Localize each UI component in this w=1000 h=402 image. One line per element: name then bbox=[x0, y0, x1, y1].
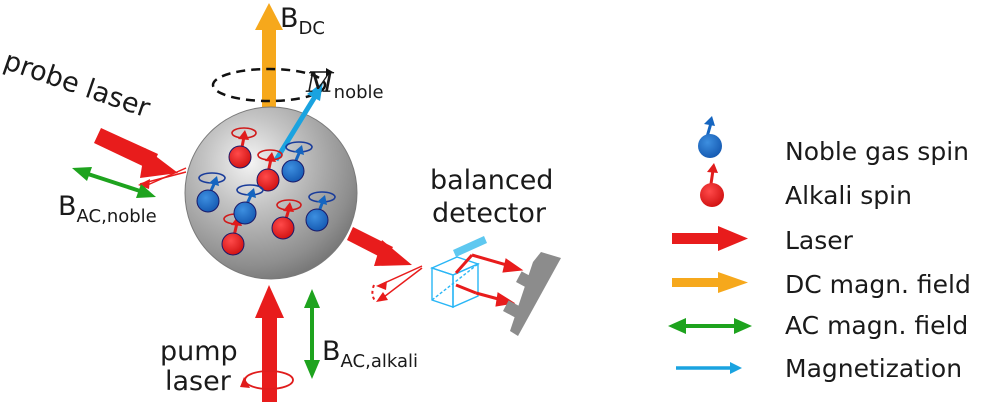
laser-arrow-icon bbox=[672, 226, 748, 251]
probe-laser-label: probe laser bbox=[0, 45, 155, 124]
alkali-spin bbox=[256, 149, 283, 192]
probe-laser-arrow bbox=[94, 128, 178, 178]
probe-thin-arrows bbox=[138, 167, 187, 189]
pump-laser-label: laser bbox=[165, 366, 232, 397]
legend-label: DC magn. field bbox=[785, 270, 971, 299]
waveplate bbox=[453, 236, 487, 257]
beam-splitter-cube-icon bbox=[430, 256, 480, 309]
legend-label: AC magn. field bbox=[785, 311, 968, 340]
dc-field-arrow-icon bbox=[672, 272, 748, 293]
dc-field-arrow bbox=[255, 3, 283, 128]
noble-spin bbox=[305, 191, 336, 232]
pump-laser-arrow bbox=[255, 285, 284, 402]
m-noble-label: Mnoble bbox=[305, 68, 384, 103]
b-ac-noble-label: BAC,noble bbox=[58, 191, 157, 227]
polarization-rotation-arrows bbox=[371, 265, 423, 303]
alkali-spin bbox=[271, 199, 302, 240]
legend-label: Noble gas spin bbox=[785, 137, 969, 166]
alkali-spin-icon bbox=[700, 163, 724, 207]
noble-spin bbox=[196, 172, 226, 213]
balanced-label: balanced bbox=[430, 165, 553, 196]
b-dc-label: BDC bbox=[280, 3, 325, 39]
legend-label: Alkali spin bbox=[785, 181, 912, 210]
detector-label: detector bbox=[432, 198, 547, 229]
detector-block bbox=[503, 252, 561, 336]
ac-noble-field-arrow bbox=[72, 167, 156, 198]
pump-label: pump bbox=[160, 336, 238, 367]
noble-spin-icon bbox=[698, 116, 722, 158]
precession-ellipse bbox=[211, 67, 327, 103]
circular-polarization-icon bbox=[240, 370, 294, 390]
b-ac-alkali-label: BAC,alkali bbox=[322, 336, 418, 372]
legend: Noble gas spin Alkali spin Laser DC magn… bbox=[668, 116, 971, 383]
split-beams bbox=[454, 253, 524, 307]
magnetization-arrow bbox=[273, 82, 323, 162]
vector-arrow-icon bbox=[310, 68, 333, 76]
noble-spin bbox=[233, 184, 264, 225]
alkali-spin bbox=[228, 127, 257, 169]
ac-field-arrow-icon bbox=[668, 318, 752, 334]
legend-label: Magnetization bbox=[785, 354, 962, 383]
magnetization-arrow-icon bbox=[676, 362, 742, 374]
legend-label: Laser bbox=[785, 226, 854, 255]
outgoing-laser-arrow bbox=[347, 227, 412, 266]
ac-alkali-field-arrow bbox=[304, 289, 320, 379]
noble-spin bbox=[281, 141, 313, 183]
